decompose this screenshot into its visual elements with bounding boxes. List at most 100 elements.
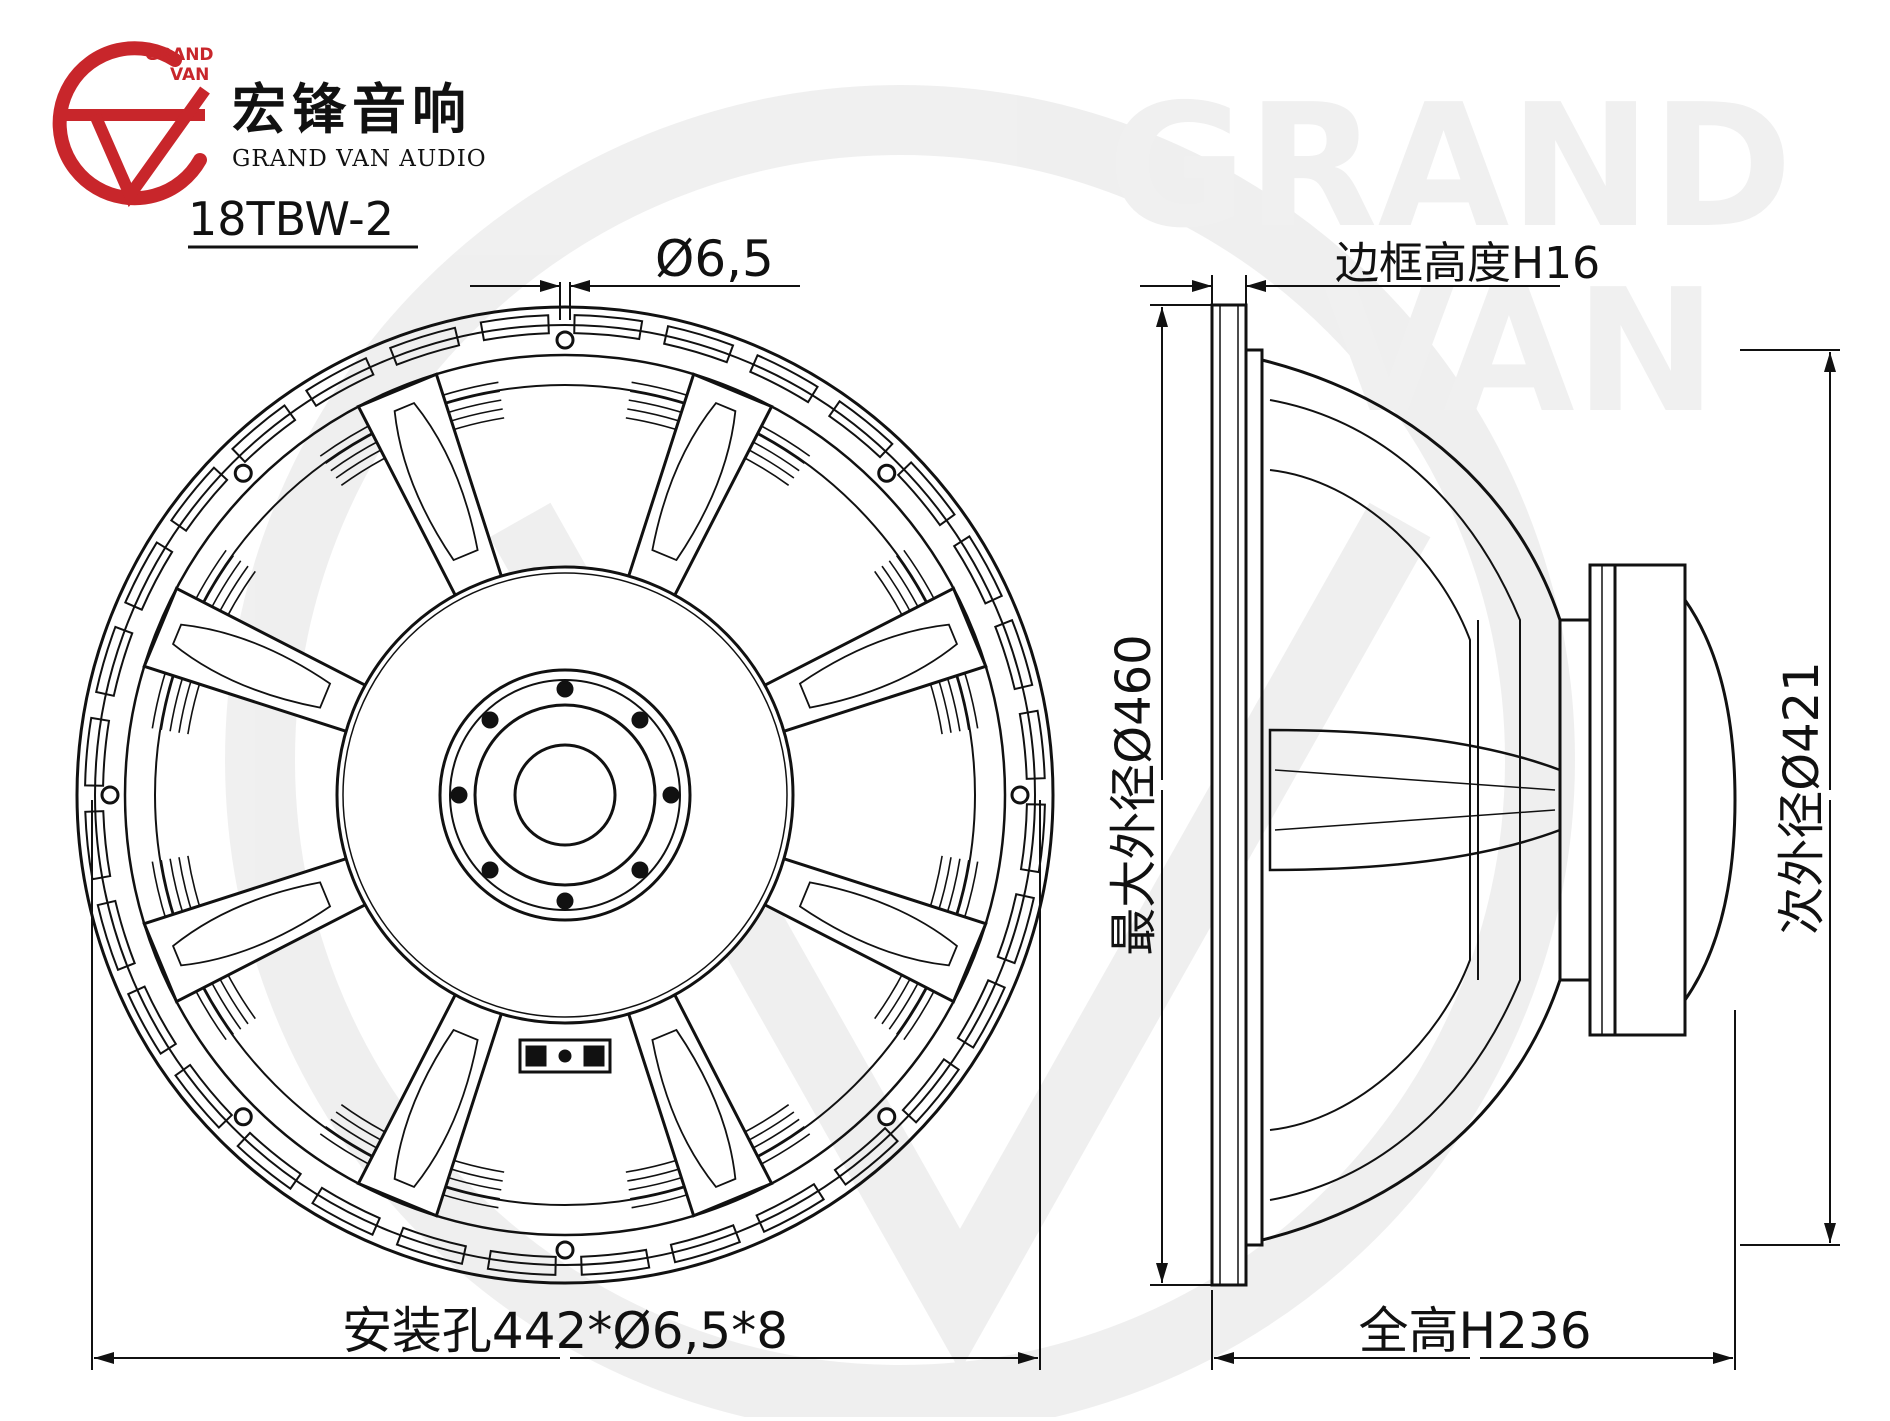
- pole-bolts: [450, 680, 680, 910]
- rim-slot: [896, 461, 956, 527]
- hole-dimension: [470, 280, 800, 320]
- rim-slot: [748, 353, 819, 404]
- rim-slot: [952, 534, 1004, 605]
- rim-slots: [84, 314, 1046, 1276]
- secondary-diameter-label: 次外径Ø421: [1774, 661, 1830, 934]
- spoke-recess: [651, 401, 737, 562]
- spoke-recess: [798, 881, 959, 967]
- rim-slot: [169, 466, 229, 533]
- max-diameter-dimension: [1150, 304, 1215, 1286]
- rim-slot: [388, 326, 461, 367]
- basket-spokes: [142, 372, 988, 1218]
- rim-slot: [96, 899, 137, 972]
- rim-slot: [1019, 803, 1046, 874]
- mounting-dimension: [91, 800, 1041, 1370]
- rim-slot: [311, 1186, 382, 1237]
- model-number: 18TBW-2: [188, 192, 394, 246]
- brand-logo: GRAND VAN 宏锋音响 GRAND VAN AUDIO: [52, 41, 487, 208]
- rim-slot: [486, 1249, 557, 1276]
- side-frame-flange: [1210, 303, 1248, 1287]
- rim-slot: [395, 1226, 468, 1266]
- pole-bolt: [481, 711, 499, 729]
- brand-name-cn: 宏锋音响: [232, 78, 472, 141]
- logo-mark-icon: [52, 41, 210, 208]
- rim-slot: [580, 1248, 651, 1276]
- basket-spoke: [356, 372, 504, 599]
- pole-bolt: [631, 711, 649, 729]
- rim-slot: [94, 625, 134, 698]
- mount-hole: [877, 1107, 897, 1127]
- logo-text-bottom: VAN: [170, 65, 209, 85]
- rim-slot: [573, 314, 644, 341]
- rim-slot: [827, 399, 894, 459]
- basket-ring: [123, 353, 1007, 1237]
- basket-spoke: [356, 991, 504, 1218]
- pole-bolt: [481, 861, 499, 879]
- basket-spoke: [142, 856, 369, 1004]
- terminal-block: [518, 1038, 612, 1074]
- pole-bolt: [662, 786, 680, 804]
- hole-diameter-label: Ø6,5: [655, 230, 774, 288]
- basket-spoke: [761, 856, 988, 1004]
- frame-height-label: 边框高度H16: [1335, 238, 1600, 289]
- spoke-recess: [393, 1028, 479, 1189]
- basket-profile-inner: [1269, 399, 1521, 1201]
- pole-piece: [473, 703, 657, 887]
- rim-slot: [996, 892, 1036, 965]
- basket-spoke: [626, 991, 774, 1218]
- basket-inner-ring: [154, 384, 976, 1206]
- rim-slot: [231, 404, 297, 464]
- secondary-diameter-dimension: [1740, 349, 1840, 1246]
- rim-slot: [1018, 709, 1046, 780]
- watermark-text-1: GRAND: [1107, 68, 1792, 266]
- rim-slot: [833, 1126, 899, 1186]
- logo-text-top: GRAND: [145, 45, 214, 65]
- rim-slot: [123, 541, 174, 612]
- max-diameter-label: 最大外径Ø460: [1106, 634, 1162, 955]
- rim-slot: [304, 356, 375, 408]
- magnet-plate-edge: [342, 572, 788, 1018]
- mounting-holes-label: 安装孔442*Ø6,5*8: [342, 1302, 788, 1360]
- rim-slot: [174, 1063, 234, 1129]
- rim-slot: [993, 618, 1034, 691]
- mount-hole: [555, 330, 575, 350]
- rim-slot: [755, 1182, 826, 1234]
- mount-hole: [1010, 785, 1030, 805]
- mount-hole: [233, 1107, 253, 1127]
- total-height-label: 全高H236: [1358, 1302, 1591, 1360]
- pole-bolt: [631, 861, 649, 879]
- rim-slot: [901, 1057, 961, 1124]
- basket-spoke: [626, 372, 774, 599]
- mount-hole: [555, 1240, 575, 1260]
- rim-slot: [126, 985, 178, 1056]
- vent-hole: [513, 743, 617, 847]
- mount-holes: [100, 330, 1030, 1260]
- mount-hole: [233, 463, 253, 483]
- magnet-cap: [1683, 599, 1737, 1001]
- front-view: [75, 305, 1055, 1285]
- brand-name-en: GRAND VAN AUDIO: [232, 146, 487, 172]
- mount-hole: [877, 463, 897, 483]
- pole-bolt: [450, 786, 468, 804]
- spoke-recess: [171, 881, 332, 967]
- side-frame-lip: [1246, 348, 1264, 1247]
- pole-bolt: [556, 680, 574, 698]
- side-view: [1210, 303, 1737, 1287]
- spoke-recess: [798, 623, 959, 709]
- total-height-dimension: [1211, 1010, 1736, 1370]
- basket-spoke: [142, 586, 369, 734]
- rim-slot: [956, 978, 1007, 1049]
- spoke-recess: [651, 1028, 737, 1189]
- rim-slot: [84, 716, 111, 787]
- rim-slot: [662, 324, 735, 364]
- basket-spoke: [761, 586, 988, 734]
- mount-hole: [100, 785, 120, 805]
- pole-ring-inner: [449, 679, 681, 911]
- rim-slot: [236, 1131, 303, 1191]
- rim-slot: [479, 314, 550, 342]
- frame-inner-rim: [94, 324, 1036, 1266]
- pole-bolt: [556, 892, 574, 910]
- spoke-recess: [393, 401, 479, 562]
